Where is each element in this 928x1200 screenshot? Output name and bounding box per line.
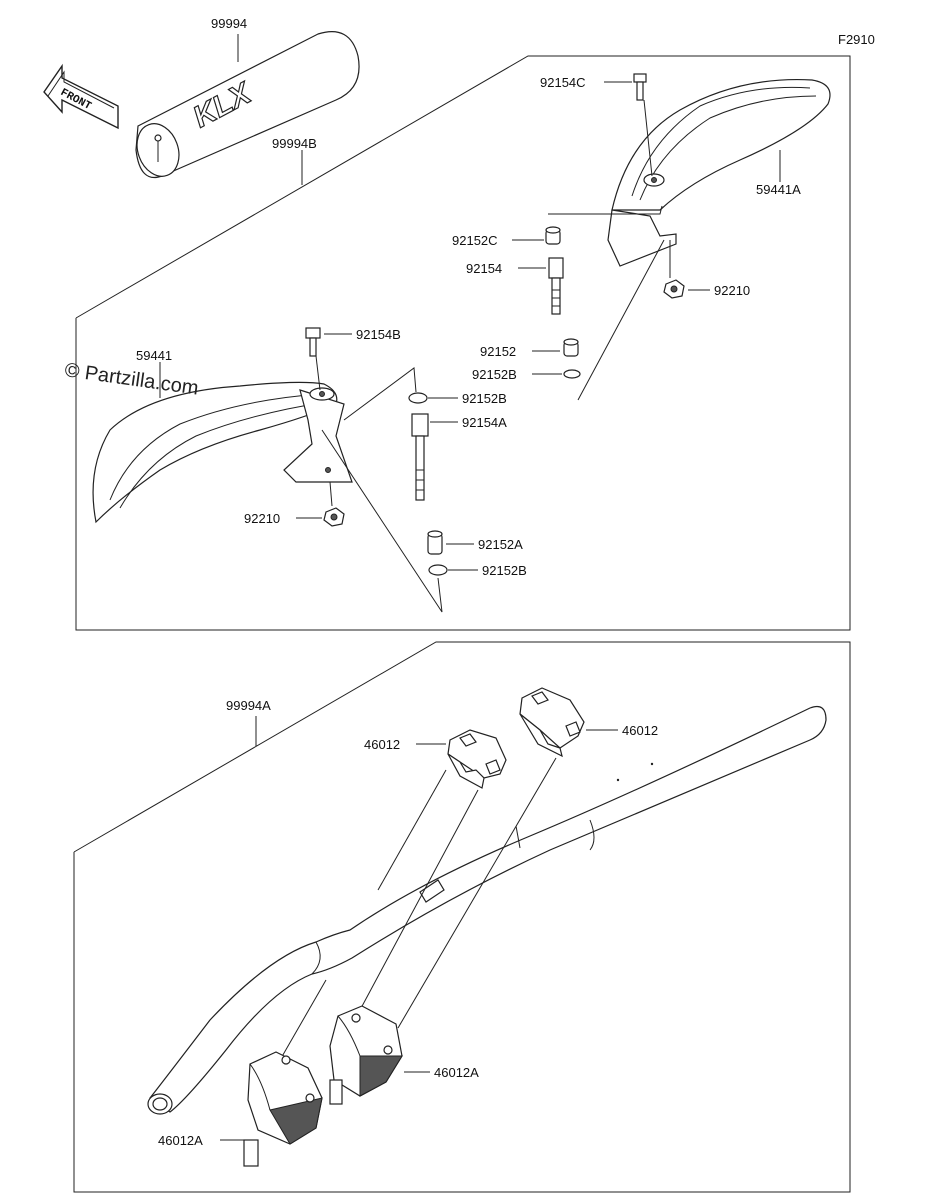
callout-nut-left: 92210 <box>244 511 280 526</box>
callout-pad: 99994 <box>211 16 247 31</box>
washer-92152b-upper <box>563 369 581 379</box>
callout-nut-right: 92210 <box>714 283 750 298</box>
callout-bolt-a: 92154A <box>462 415 507 430</box>
collar-92152a <box>427 530 443 555</box>
figure-code: F2910 <box>838 32 875 47</box>
callout-bar-set: 99994A <box>226 698 271 713</box>
nut-92210-right <box>663 279 685 299</box>
bolt-92154c <box>633 73 647 101</box>
holder-46012a-right <box>329 1005 403 1105</box>
collar-92152 <box>563 338 579 357</box>
bar-set-frame <box>73 641 851 1193</box>
callout-holder-right: 46012A <box>434 1065 479 1080</box>
holder-46012a-left <box>243 1051 323 1167</box>
callout-washer-b-upper: 92152B <box>472 367 517 382</box>
front-arrow-icon: FRONT <box>43 63 119 130</box>
bolt-92154b <box>305 327 321 357</box>
callout-bolt-b: 92154B <box>356 327 401 342</box>
callout-collar-a: 92152A <box>478 537 523 552</box>
callout-guard-left: 59441 <box>136 348 172 363</box>
bolt-92154 <box>548 257 564 315</box>
clamp-46012-left <box>447 729 507 789</box>
handlebar <box>147 705 827 1115</box>
guard-set-frame <box>75 55 851 631</box>
callout-clamp-upper-right: 46012 <box>622 723 658 738</box>
callout-guard-set: 99994B <box>272 136 317 151</box>
collar-92152c <box>545 226 561 245</box>
callout-holder-left: 46012A <box>158 1133 203 1148</box>
handlebar-pad: KLX <box>135 31 360 178</box>
callout-washer-b-lower: 92152B <box>482 563 527 578</box>
callout-bolt-c: 92154C <box>540 75 586 90</box>
clamp-46012-right <box>519 687 585 758</box>
watermark: © Partzilla.com <box>63 359 200 400</box>
washer-92152b-lower <box>428 564 448 576</box>
callout-guard-right: 59441A <box>756 182 801 197</box>
nut-92210-left <box>323 507 345 527</box>
washer-92152b-mid <box>408 392 428 404</box>
callout-washer-b-mid: 92152B <box>462 391 507 406</box>
hand-guard-left <box>92 381 353 524</box>
callout-collar-c: 92152C <box>452 233 498 248</box>
callout-collar: 92152 <box>480 344 516 359</box>
callout-clamp-upper-left: 46012 <box>364 737 400 752</box>
callout-bolt: 92154 <box>466 261 502 276</box>
bolt-92154a <box>411 413 429 501</box>
hand-guard-right <box>607 78 831 267</box>
